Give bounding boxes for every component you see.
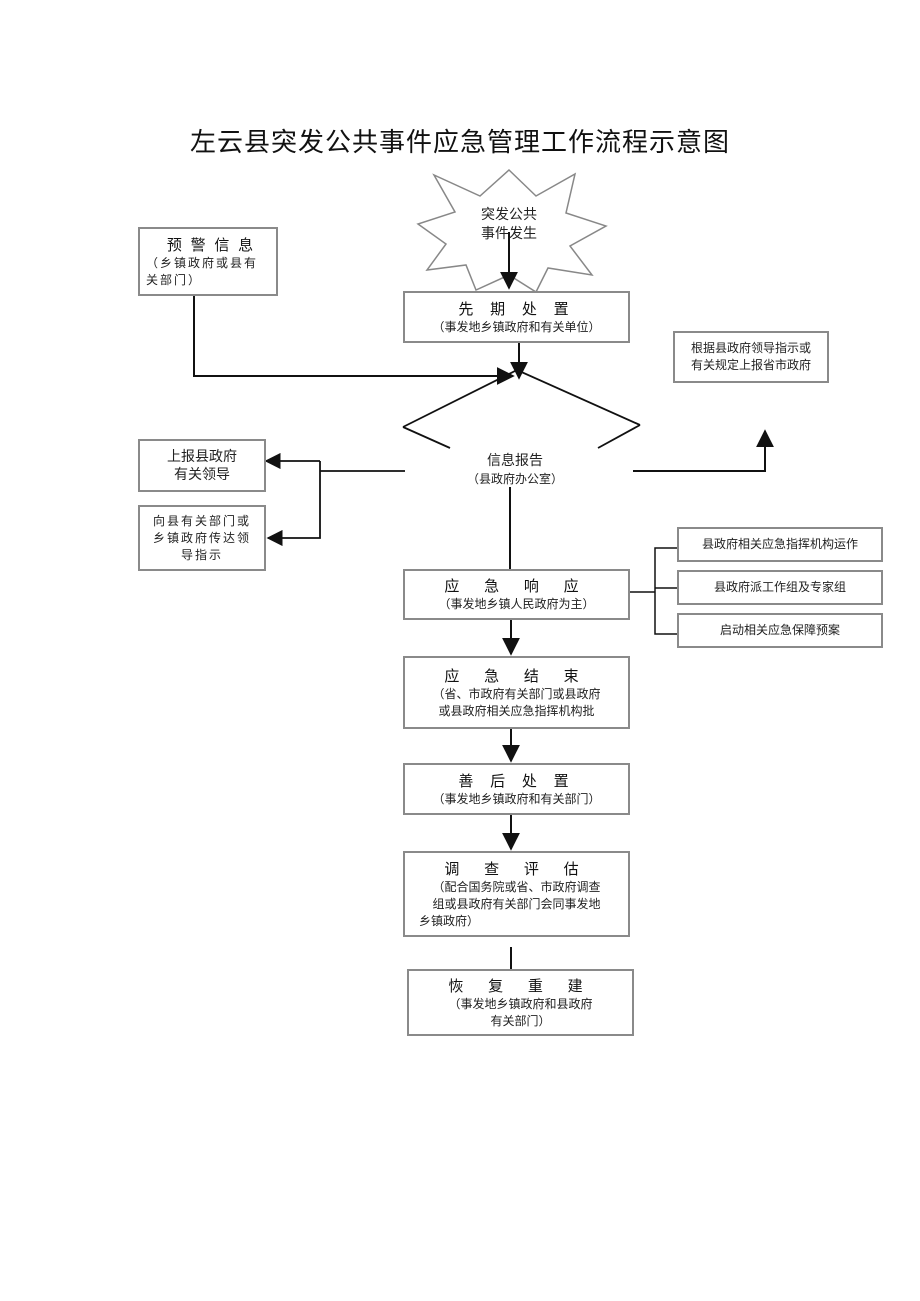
upper-report-line1: 根据县政府领导指示或 xyxy=(690,341,811,355)
initial-response-sub: （事发地乡镇政府和有关单位） xyxy=(432,319,601,334)
report-leaders-box: 上报县政府 有关领导 xyxy=(138,439,266,492)
info-report-label: 信息报告 （县政府办公室） xyxy=(430,452,600,488)
report-leaders-line2: 有关领导 xyxy=(174,466,230,483)
convey-line1: 向县有关部门或 xyxy=(152,513,251,528)
emergency-response-sub: （事发地乡镇人民政府为主） xyxy=(438,597,595,611)
aftermath-box: 善 后 处 置 （事发地乡镇政府和有关部门） xyxy=(403,763,630,815)
emergency-end-line1: （省、市政府有关部门或县政府 xyxy=(432,686,601,701)
event-line2: 事件发生 xyxy=(481,226,537,242)
convey-instructions-box: 向县有关部门或 乡镇政府传达领 导指示 xyxy=(138,505,266,571)
measure-box-plan: 启动相关应急保障预案 xyxy=(677,613,883,648)
measure-label: 县政府派工作组及专家组 xyxy=(713,580,846,594)
emergency-response-title: 应 急 响 应 xyxy=(444,577,589,595)
report-leaders-line1: 上报县政府 xyxy=(167,448,237,465)
emergency-end-line2: 或县政府相关应急指挥机构批 xyxy=(438,703,595,718)
investigation-line3: 乡镇政府） xyxy=(419,913,480,928)
convey-line2: 乡镇政府传达领 xyxy=(152,530,251,545)
emergency-response-box: 应 急 响 应 （事发地乡镇人民政府为主） xyxy=(403,569,630,620)
convey-line3: 导指示 xyxy=(180,547,223,562)
recovery-line1: （事发地乡镇政府和县政府 xyxy=(448,996,593,1011)
recovery-line2: 有关部门） xyxy=(490,1013,551,1028)
upper-report-line2: 有关规定上报省市政府 xyxy=(690,358,811,372)
emergency-end-title: 应 急 结 束 xyxy=(444,666,589,685)
info-report-title: 信息报告 xyxy=(487,453,543,469)
investigation-line2: 组或县政府有关部门会同事发地 xyxy=(432,896,601,911)
aftermath-sub: （事发地乡镇政府和有关部门） xyxy=(432,791,601,806)
event-label: 突发公共 事件发生 xyxy=(464,206,554,244)
initial-response-box: 先 期 处 置 （事发地乡镇政府和有关单位） xyxy=(403,291,630,343)
emergency-end-box: 应 急 结 束 （省、市政府有关部门或县政府 或县政府相关应急指挥机构批 xyxy=(403,656,630,729)
info-report-sub: （县政府办公室） xyxy=(466,472,563,486)
event-line1: 突发公共 xyxy=(481,207,537,223)
initial-response-title: 先 期 处 置 xyxy=(458,299,575,318)
page-title: 左云县突发公共事件应急管理工作流程示意图 xyxy=(189,128,730,158)
warning-info-line2: 关部门） xyxy=(146,272,203,287)
measure-box-team: 县政府派工作组及专家组 xyxy=(677,570,883,605)
warning-info-line1: （乡镇政府或县有 xyxy=(146,255,259,270)
report-diamond-top xyxy=(402,369,641,428)
investigation-line1: （配合国务院或省、市政府调查 xyxy=(432,879,601,894)
measure-label: 启动相关应急保障预案 xyxy=(719,623,840,637)
aftermath-title: 善 后 处 置 xyxy=(458,771,575,790)
upper-report-box: 根据县政府领导指示或 有关规定上报省市政府 xyxy=(673,331,829,383)
investigation-title: 调 查 评 估 xyxy=(444,859,589,878)
warning-info-box: 预 警 信 息 （乡镇政府或县有 关部门） xyxy=(138,227,278,296)
investigation-box: 调 查 评 估 （配合国务院或省、市政府调查 组或县政府有关部门会同事发地 乡镇… xyxy=(403,851,630,937)
measure-box-command: 县政府相关应急指挥机构运作 xyxy=(677,527,883,562)
recovery-title: 恢 复 重 建 xyxy=(448,976,593,995)
warning-info-title: 预 警 信 息 xyxy=(166,235,256,254)
recovery-box: 恢 复 重 建 （事发地乡镇政府和县政府 有关部门） xyxy=(407,969,634,1036)
measure-label: 县政府相关应急指挥机构运作 xyxy=(701,537,858,551)
